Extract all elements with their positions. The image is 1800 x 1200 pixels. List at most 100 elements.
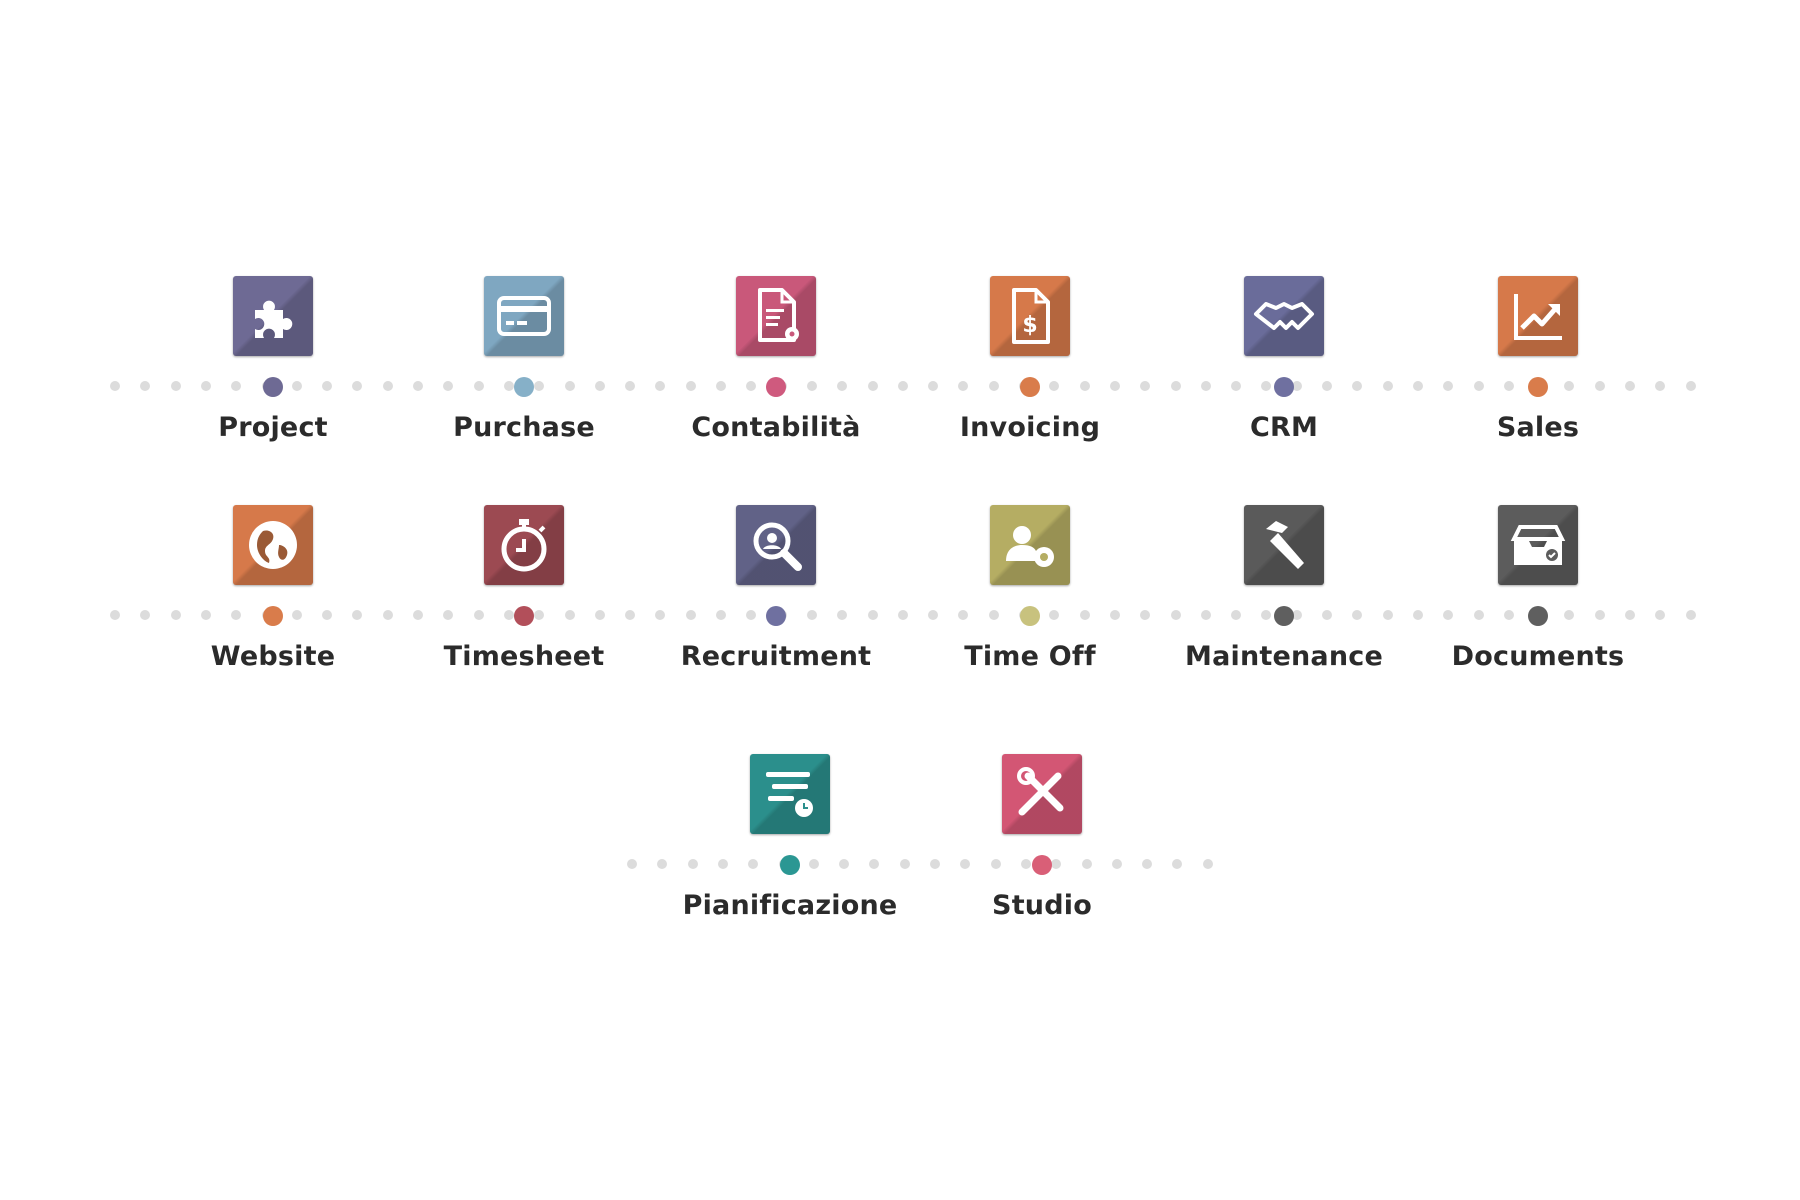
app-purchase[interactable]: Purchase (404, 276, 644, 466)
connector-dot (990, 859, 1001, 869)
connector-dot (1503, 610, 1514, 620)
connector-dot (594, 610, 605, 620)
app-project[interactable]: Project (153, 276, 393, 466)
connector-dot (806, 381, 817, 391)
tools-icon (1002, 754, 1082, 834)
app-label: Contabilità (691, 412, 861, 443)
connector-dot (291, 610, 302, 620)
connector-dot (1231, 381, 1242, 391)
app-documents[interactable]: Documents (1418, 505, 1658, 695)
app-website[interactable]: Website (153, 505, 393, 695)
connector-dot (322, 610, 333, 620)
connector-dot (1625, 610, 1635, 620)
connector-dot (443, 610, 454, 620)
connector-dot (1079, 610, 1090, 620)
connector-dot (534, 610, 545, 620)
app-time-off[interactable]: Time Off (910, 505, 1150, 695)
inbox-check-icon (1498, 505, 1578, 585)
app-invoicing[interactable]: $ Invoicing (910, 276, 1150, 466)
connector-dot (503, 610, 514, 620)
invoice-dollar-icon: $ (990, 276, 1070, 356)
connector-dot (655, 610, 666, 620)
app-label: Maintenance (1185, 641, 1383, 672)
connector-dot (808, 859, 819, 869)
connector-dot (413, 381, 423, 391)
connector-dot (867, 381, 878, 391)
app-dot (514, 606, 534, 626)
connector-dot (1172, 859, 1183, 869)
app-label: Purchase (453, 412, 595, 443)
connector-dot (897, 610, 908, 620)
planning-list-icon (750, 754, 830, 834)
connector-dot (657, 859, 668, 869)
connector-dot (352, 381, 363, 391)
connector-dot (1140, 610, 1151, 620)
connector-dot (928, 610, 939, 620)
connector-dot (1140, 381, 1151, 391)
connector-dot (1685, 610, 1696, 620)
app-maintenance[interactable]: Maintenance (1164, 505, 1404, 695)
connector-dot (1170, 610, 1181, 620)
app-dot (514, 377, 534, 397)
connector-dot (988, 610, 999, 620)
connector-dot (1231, 610, 1242, 620)
app-dot (1274, 377, 1294, 397)
connector-dot (503, 381, 514, 391)
app-label: Invoicing (959, 412, 1101, 443)
app-studio[interactable]: Studio (922, 754, 1162, 944)
connector-dot (958, 381, 969, 391)
connector-dot (564, 381, 575, 391)
connector-dot (413, 610, 423, 620)
connector-dot (930, 859, 940, 869)
connector-dot (625, 381, 636, 391)
connector-dot (716, 610, 726, 620)
connector-dot (594, 381, 605, 391)
handshake-icon (1244, 276, 1324, 356)
app-pianificazione[interactable]: Pianificazione (670, 754, 910, 944)
app-recruitment[interactable]: Recruitment (656, 505, 896, 695)
connector-dot (1079, 381, 1090, 391)
connector-dot (988, 381, 999, 391)
connector-dot (1685, 381, 1696, 391)
connector-dot (1261, 610, 1272, 620)
app-contabilita[interactable]: Contabilità (656, 276, 896, 466)
app-label: Timesheet (443, 641, 605, 672)
connector-dot (685, 610, 696, 620)
document-gear-icon (736, 276, 816, 356)
connector-dot (746, 610, 757, 620)
connector-dot (200, 610, 211, 620)
app-dot (1528, 606, 1548, 626)
app-label: Time Off (964, 641, 1096, 672)
connector-dot (140, 381, 151, 391)
connector-dot (352, 610, 363, 620)
puzzle-icon (233, 276, 313, 356)
app-sales[interactable]: Sales (1418, 276, 1658, 466)
connector-dot (382, 610, 393, 620)
app-dot (263, 377, 283, 397)
connector-dot (1202, 859, 1213, 869)
connector-dot (1109, 610, 1120, 620)
connector-dot (231, 381, 242, 391)
app-timesheet[interactable]: Timesheet (404, 505, 644, 695)
connector-dot (1049, 381, 1060, 391)
hammer-icon (1244, 505, 1324, 585)
connector-dot (1655, 610, 1666, 620)
connector-dot (806, 610, 817, 620)
connector-dot (1081, 859, 1092, 869)
connector-dot (837, 610, 848, 620)
stopwatch-icon (484, 505, 564, 585)
app-crm[interactable]: CRM (1164, 276, 1404, 466)
connector-dot (1443, 381, 1454, 391)
connector-dot (1322, 610, 1332, 620)
connector-dot (564, 610, 575, 620)
connector-dot (748, 859, 759, 869)
connector-dot (382, 381, 393, 391)
connector-dot (1655, 381, 1666, 391)
chart-trend-icon (1498, 276, 1578, 356)
app-label: Project (218, 412, 328, 443)
connector-dot (1412, 381, 1423, 391)
connector-dot (1412, 610, 1423, 620)
connector-dot (899, 859, 910, 869)
app-dot (780, 855, 800, 875)
connector-dot (837, 381, 848, 391)
